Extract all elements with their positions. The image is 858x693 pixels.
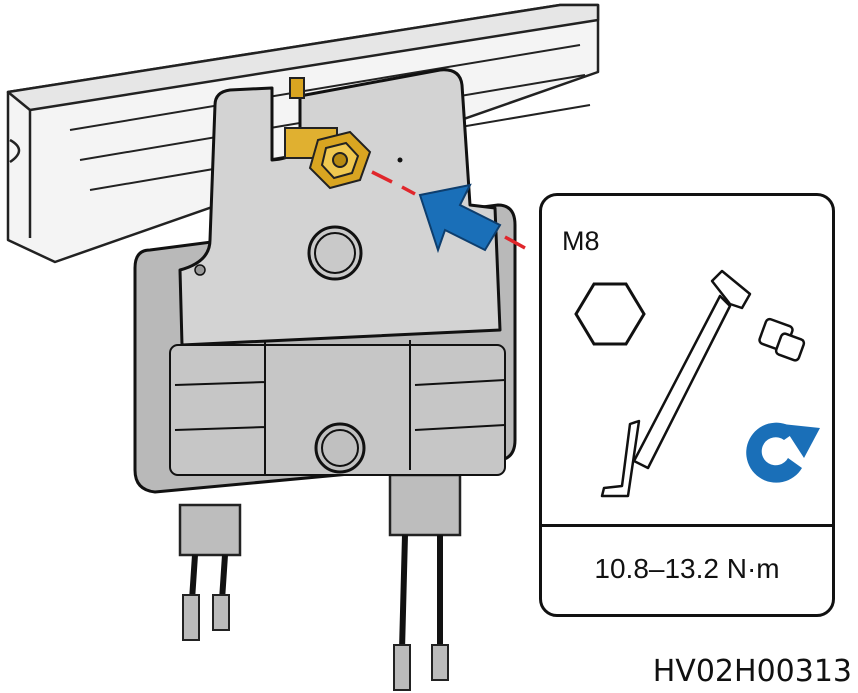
torque-label: 10.8–13.2 N·m bbox=[594, 553, 780, 584]
leader-line bbox=[371, 170, 526, 250]
output-cables bbox=[178, 473, 462, 691]
socket-size-label: M8 bbox=[562, 226, 600, 256]
push-arrow-icon bbox=[418, 183, 502, 254]
torque-wrench-icon bbox=[600, 269, 806, 498]
optimizer-device bbox=[133, 68, 517, 494]
callout-graphics bbox=[574, 269, 820, 498]
hex-socket-icon bbox=[574, 282, 646, 346]
grounding-nut bbox=[284, 77, 372, 190]
figure-id: HV02H00313 bbox=[652, 654, 852, 689]
callout-divider bbox=[542, 524, 832, 527]
clockwise-rotation-icon bbox=[746, 422, 820, 483]
tool-callout: M8 10.8–13.2 N·m bbox=[539, 193, 835, 617]
